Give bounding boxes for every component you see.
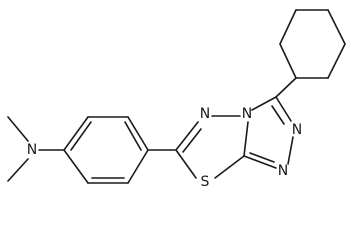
bond-c8a-s	[214, 155, 245, 179]
bond-benzene-1	[63, 116, 89, 151]
bond-c3-n2	[275, 96, 292, 122]
bond-s-c6	[175, 149, 197, 179]
bond-methyl-lower	[7, 158, 29, 182]
bond-benzene-4	[127, 149, 149, 184]
bond-benzene-double-1	[70, 121, 92, 151]
bond-cyclohexane-6	[279, 43, 297, 79]
bond-cyclohexane-2	[327, 43, 346, 79]
bond-cyclohexane-5	[279, 9, 297, 45]
bond-c3-n2-double	[271, 105, 285, 125]
bond-n1-c8a	[243, 155, 277, 169]
bond-n1-c8a-double	[249, 152, 275, 163]
bond-lines	[7, 9, 346, 184]
atom-n-amine: N	[27, 142, 37, 158]
bond-n4-c3	[251, 96, 277, 111]
atom-n-triazole-right: N	[292, 122, 302, 138]
bond-n4-c8a	[243, 121, 249, 157]
atom-n-thiadiazole-top: N	[200, 106, 210, 122]
atom-n-triazole-top: N	[242, 106, 252, 122]
bond-benzene-3	[127, 116, 149, 151]
bond-c6-n5-double	[182, 128, 202, 153]
bond-benzene-double-3	[124, 121, 142, 151]
bond-c6-n5	[175, 121, 199, 151]
atom-n-triazole-bottom: N	[278, 163, 288, 179]
bond-n2-n1	[287, 136, 294, 165]
molecule-structure-diagram: N N N N N S	[7, 9, 346, 190]
bond-c3-cyclohexyl	[275, 77, 297, 98]
atom-s-thiadiazole: S	[201, 174, 210, 190]
bond-cyclohexane-3	[327, 9, 346, 45]
bond-methyl-upper	[7, 116, 29, 142]
atom-labels: N N N N N S	[27, 106, 302, 190]
bond-benzene-6	[63, 149, 89, 184]
